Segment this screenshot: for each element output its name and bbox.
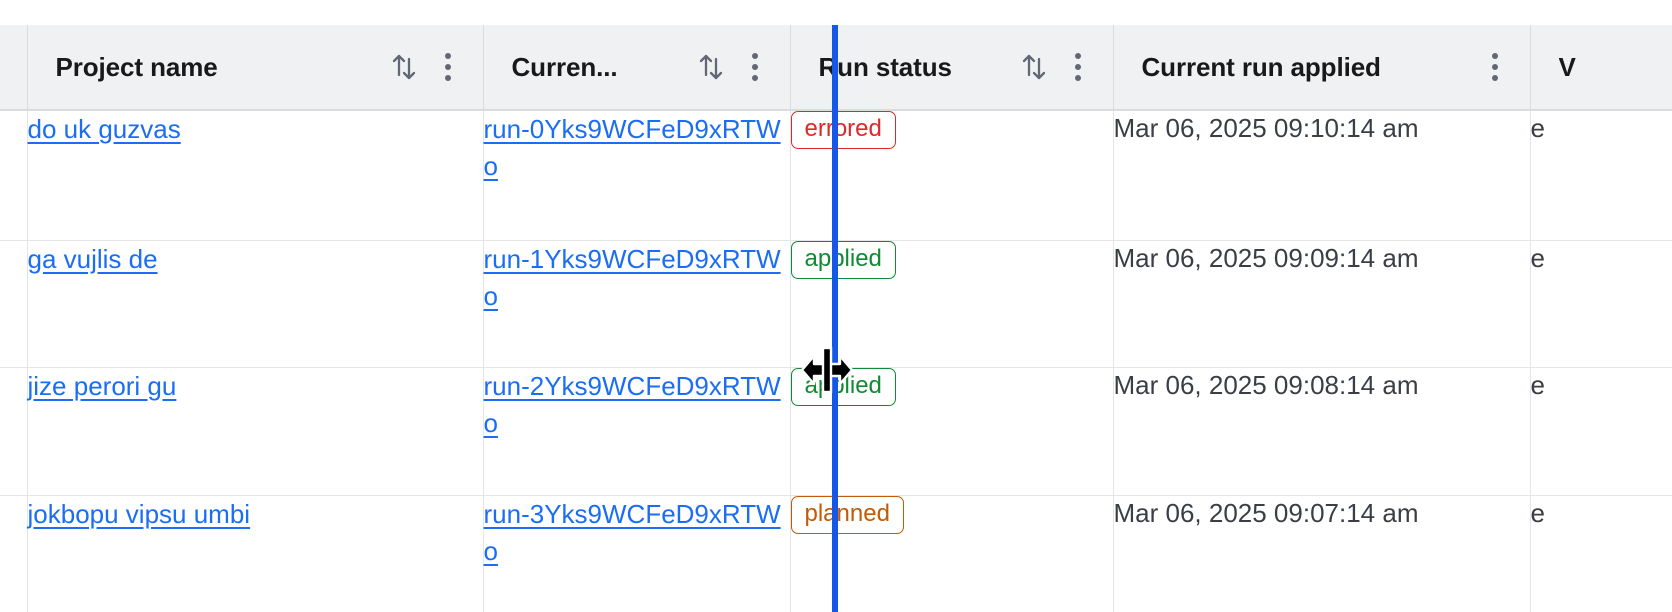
cell-run-status: applied xyxy=(790,367,1114,496)
cell-next-partial: e xyxy=(1530,495,1672,612)
column-header-current-run[interactable]: Curren... xyxy=(483,25,791,111)
cell-current-run-applied: Mar 06, 2025 09:08:14 am xyxy=(1113,367,1531,496)
applied-timestamp: Mar 06, 2025 09:07:14 am xyxy=(1113,497,1419,528)
cell-current-run: run-2Yks9WCFeD9xRTWo xyxy=(483,367,791,496)
column-header-label-current-run-applied: Current run applied xyxy=(1141,51,1381,82)
column-header-project-name[interactable]: Project name xyxy=(27,25,484,111)
status-badge: errored xyxy=(790,111,896,149)
applied-timestamp: Mar 06, 2025 09:10:14 am xyxy=(1113,113,1419,143)
kebab-dot xyxy=(444,53,451,59)
cell-current-run: run-0Yks9WCFeD9xRTWo xyxy=(483,110,791,241)
status-badge: planned xyxy=(790,495,904,534)
table-row[interactable]: ga vujlis de run-1Yks9WCFeD9xRTWo applie… xyxy=(0,240,1672,368)
column-header-label-current-run: Curren... xyxy=(511,51,618,82)
column-header-run-status[interactable]: Run status xyxy=(790,25,1114,111)
current-run-link[interactable]: run-3Yks9WCFeD9xRTWo xyxy=(483,498,781,566)
table-row[interactable]: jize perori gu run-2Yks9WCFeD9xRTWo appl… xyxy=(0,367,1672,496)
table-header: Project name xyxy=(0,25,1672,111)
row-select-cell[interactable] xyxy=(0,367,28,496)
cell-current-run: run-3Yks9WCFeD9xRTWo xyxy=(483,495,791,612)
kebab-dot xyxy=(444,64,451,70)
column-menu-icon[interactable] xyxy=(1482,50,1508,84)
cell-run-status: errored xyxy=(790,110,1114,241)
applied-timestamp: Mar 06, 2025 09:08:14 am xyxy=(1113,369,1419,400)
kebab-dot xyxy=(751,53,758,59)
row-select-cell[interactable] xyxy=(0,110,28,241)
next-partial-value: e xyxy=(1530,369,1545,400)
applied-timestamp: Mar 06, 2025 09:09:14 am xyxy=(1113,242,1419,273)
cell-next-partial: e xyxy=(1530,240,1672,368)
sort-icon[interactable] xyxy=(694,50,728,84)
kebab-dot xyxy=(751,64,758,70)
row-select-cell[interactable] xyxy=(0,495,28,612)
column-header-next-partial[interactable]: V xyxy=(1530,25,1672,111)
projects-table: Project name xyxy=(0,25,1672,612)
cell-project-name: ga vujlis de xyxy=(27,240,484,368)
column-resize-indicator[interactable] xyxy=(832,25,838,612)
column-header-label-project-name: Project name xyxy=(55,51,218,82)
kebab-dot xyxy=(1491,64,1498,70)
column-header-current-run-applied[interactable]: Current run applied xyxy=(1113,25,1531,111)
next-partial-value: e xyxy=(1530,242,1545,273)
current-run-link[interactable]: run-0Yks9WCFeD9xRTWo xyxy=(483,114,781,181)
column-menu-icon[interactable] xyxy=(435,50,461,84)
cell-current-run-applied: Mar 06, 2025 09:07:14 am xyxy=(1113,495,1531,612)
cell-current-run-applied: Mar 06, 2025 09:10:14 am xyxy=(1113,110,1531,241)
cell-run-status: applied xyxy=(790,240,1114,368)
table-row[interactable]: do uk guzvas run-0Yks9WCFeD9xRTWo errore… xyxy=(0,110,1672,241)
table-body: do uk guzvas run-0Yks9WCFeD9xRTWo errore… xyxy=(0,110,1672,612)
current-run-link[interactable]: run-2Yks9WCFeD9xRTWo xyxy=(483,370,781,438)
project-name-link[interactable]: jize perori gu xyxy=(27,370,177,401)
cell-current-run: run-1Yks9WCFeD9xRTWo xyxy=(483,240,791,368)
sort-icon[interactable] xyxy=(387,50,421,84)
column-menu-icon[interactable] xyxy=(742,50,768,84)
row-select-cell[interactable] xyxy=(0,240,28,368)
cell-next-partial: e xyxy=(1530,367,1672,496)
kebab-dot xyxy=(1074,53,1081,59)
next-partial-value: e xyxy=(1530,497,1545,528)
status-badge: applied xyxy=(790,240,896,279)
col-resize-cursor-icon xyxy=(800,346,854,394)
kebab-dot xyxy=(751,75,758,81)
column-header-label-run-status: Run status xyxy=(818,51,952,82)
cell-project-name: jize perori gu xyxy=(27,367,484,496)
header-row: Project name xyxy=(0,25,1672,111)
column-header-label-next-partial: V xyxy=(1558,51,1576,82)
kebab-dot xyxy=(444,75,451,81)
sort-icon[interactable] xyxy=(1017,50,1051,84)
kebab-dot xyxy=(1074,75,1081,81)
next-partial-value: e xyxy=(1530,113,1545,143)
cell-run-status: planned xyxy=(790,495,1114,612)
column-menu-icon[interactable] xyxy=(1065,50,1091,84)
project-name-link[interactable]: do uk guzvas xyxy=(27,114,181,144)
project-name-link[interactable]: ga vujlis de xyxy=(27,243,158,274)
cell-project-name: do uk guzvas xyxy=(27,110,484,241)
project-name-link[interactable]: jokbopu vipsu umbi xyxy=(27,498,251,529)
current-run-link[interactable]: run-1Yks9WCFeD9xRTWo xyxy=(483,243,781,311)
kebab-dot xyxy=(1074,64,1081,70)
kebab-dot xyxy=(1491,53,1498,59)
column-header-select[interactable] xyxy=(0,25,28,111)
table-row[interactable]: jokbopu vipsu umbi run-3Yks9WCFeD9xRTWo … xyxy=(0,495,1672,612)
cell-next-partial: e xyxy=(1530,110,1672,241)
cell-project-name: jokbopu vipsu umbi xyxy=(27,495,484,612)
cell-current-run-applied: Mar 06, 2025 09:09:14 am xyxy=(1113,240,1531,368)
kebab-dot xyxy=(1491,75,1498,81)
